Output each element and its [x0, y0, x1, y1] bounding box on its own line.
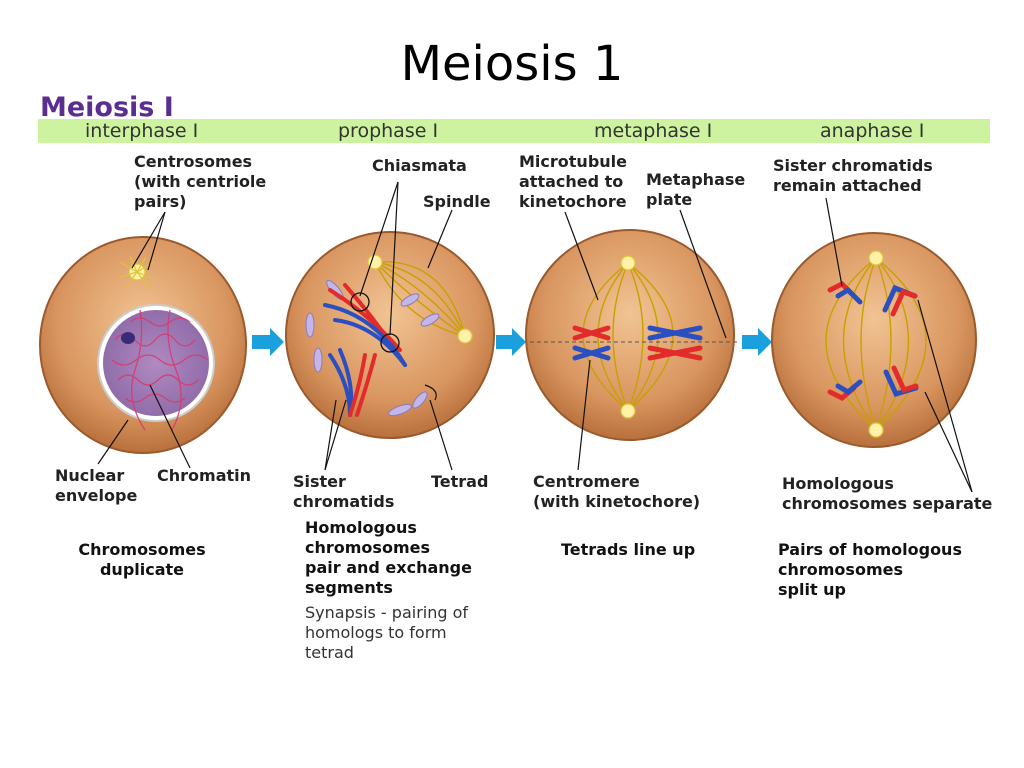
centrosome-icon — [868, 250, 884, 438]
arrow-icon — [252, 328, 772, 356]
tetrads-metaphase — [572, 325, 703, 361]
centrosome-icon — [117, 255, 157, 290]
cell-interphase — [39, 211, 247, 469]
chromosomes-anaphase — [827, 280, 919, 401]
cell-anaphase — [771, 197, 977, 493]
phase-label-anaphase: anaphase I — [820, 120, 925, 142]
nucleolus — [121, 332, 135, 344]
cell-metaphase — [525, 209, 740, 471]
centrosome-icon — [620, 255, 636, 419]
label-tetrad: Tetrad — [431, 472, 489, 491]
caption-metaphase: Tetrads line up — [561, 540, 696, 559]
centrosome-icon — [367, 254, 473, 344]
label-centromere: Centromere(with kinetochore) — [533, 472, 701, 511]
figure-title: Meiosis I — [40, 92, 174, 123]
label-chromatin: Chromatin — [157, 466, 252, 485]
phase-label-interphase: interphase I — [85, 120, 199, 142]
chromosomes-prophase — [323, 283, 407, 417]
label-spindle: Spindle — [423, 192, 491, 211]
spindle-fibers — [825, 257, 927, 431]
cell-prophase — [285, 181, 495, 471]
label-chiasmata: Chiasmata — [372, 156, 467, 175]
slide-title: Meiosis 1 — [400, 36, 624, 92]
phase-label-prophase: prophase I — [338, 120, 439, 142]
phase-band — [38, 119, 990, 143]
spindle-fibers — [374, 261, 466, 337]
chiasma-icon — [350, 292, 370, 312]
chromatin-strands — [111, 309, 209, 431]
phase-label-metaphase: metaphase I — [594, 120, 713, 142]
